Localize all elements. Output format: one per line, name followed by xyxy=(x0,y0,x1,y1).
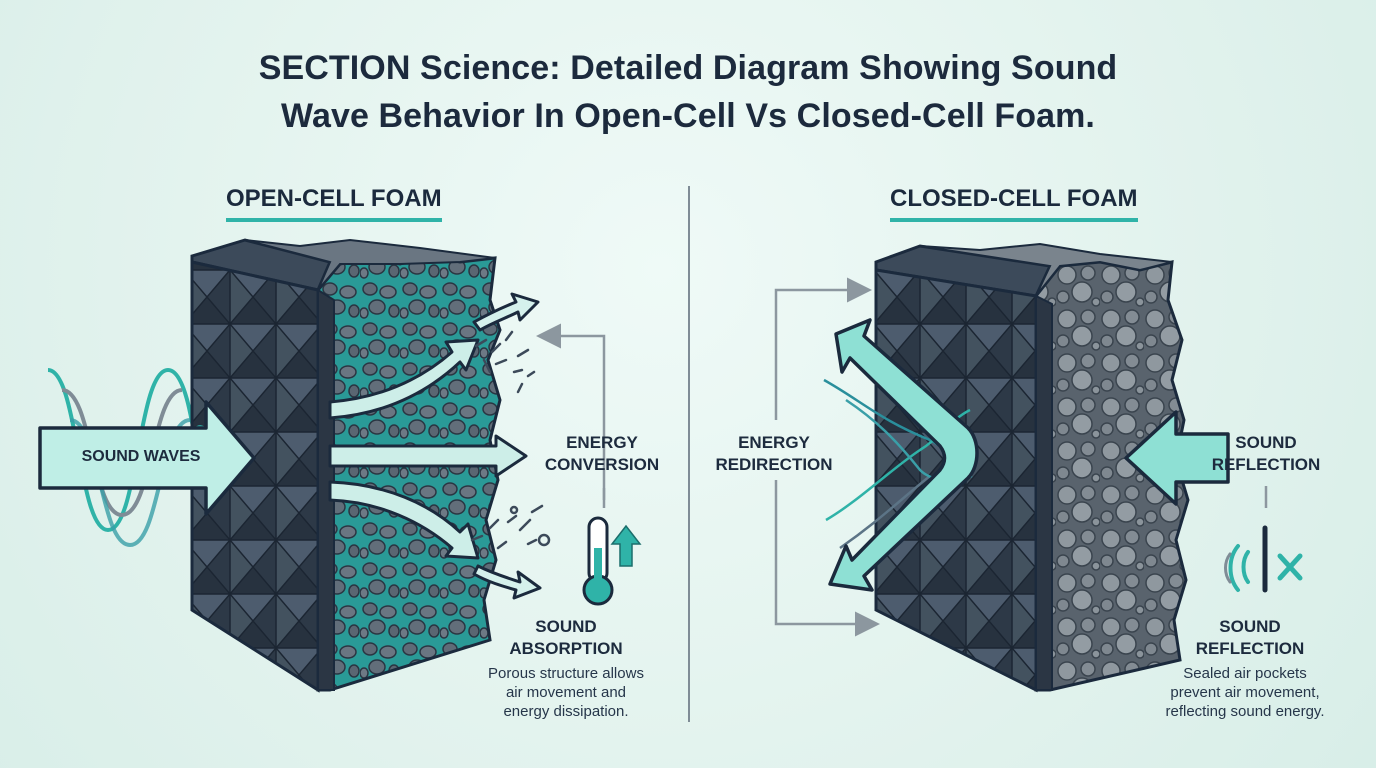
sound-reflection-bottom-line-2: REFLECTION xyxy=(1195,639,1305,658)
closed-cell-description: Sealed air pockets prevent air movement,… xyxy=(1138,664,1352,721)
closed-cell-description-line-1: Sealed air pockets xyxy=(1183,665,1307,682)
incoming-sound-arrow xyxy=(1124,410,1230,506)
sound-absorption-line-2: ABSORPTION xyxy=(509,639,623,658)
dissipation-particles xyxy=(470,330,551,550)
page-title: SECTION Science: Detailed Diagram Showin… xyxy=(148,44,1228,140)
energy-redirection-line-1: ENERGY xyxy=(738,433,810,452)
title-line-2: Wave Behavior In Open-Cell Vs Closed-Cel… xyxy=(281,97,1095,135)
title-line-1: SECTION Science: Detailed Diagram Showin… xyxy=(258,49,1118,87)
sound-absorption-line-1: SOUND xyxy=(535,617,597,636)
absorption-arrows xyxy=(328,292,542,600)
open-cell-description-line-3: energy dissipation. xyxy=(503,703,629,720)
energy-conversion-line-1: ENERGY xyxy=(566,433,638,452)
sound-reflection-bottom-line-1: SOUND xyxy=(1219,617,1281,636)
sound-absorption-label: SOUND ABSORPTION xyxy=(496,616,636,660)
redirection-arrow xyxy=(828,318,979,592)
energy-conversion-connector xyxy=(536,323,606,508)
energy-conversion-label: ENERGY CONVERSION xyxy=(532,432,672,476)
closed-cell-description-line-3: reflecting sound energy. xyxy=(1165,703,1325,720)
up-arrow-icon xyxy=(610,524,642,567)
energy-redirection-line-2: REDIRECTION xyxy=(715,455,833,474)
energy-conversion-line-2: CONVERSION xyxy=(544,455,660,474)
section-divider xyxy=(688,186,690,722)
sound-blocked-icon xyxy=(1224,525,1303,593)
sound-reflection-label-bottom: SOUND REFLECTION xyxy=(1180,616,1320,660)
sound-reflection-label-top: SOUND REFLECTION xyxy=(1196,432,1336,476)
closed-cell-heading: CLOSED-CELL FOAM xyxy=(890,184,1138,222)
open-cell-foam-block xyxy=(190,238,502,693)
open-cell-description-line-1: Porous structure allows xyxy=(488,665,644,682)
thermometer-icon xyxy=(582,516,614,606)
sound-reflection-top-line-2: REFLECTION xyxy=(1211,455,1321,474)
open-cell-description-line-2: air movement and xyxy=(505,684,627,701)
sound-waves-label: SOUND WAVES xyxy=(81,448,201,465)
closed-cell-description-line-2: prevent air movement, xyxy=(1170,684,1320,701)
sound-reflection-top-line-1: SOUND xyxy=(1235,433,1297,452)
sound-waves-arrow xyxy=(38,400,256,516)
open-cell-heading: OPEN-CELL FOAM xyxy=(226,184,442,222)
open-cell-description: Porous structure allows air movement and… xyxy=(464,664,668,721)
energy-redirection-label: ENERGY REDIRECTION xyxy=(702,432,846,476)
redirection-connectors xyxy=(774,277,880,637)
